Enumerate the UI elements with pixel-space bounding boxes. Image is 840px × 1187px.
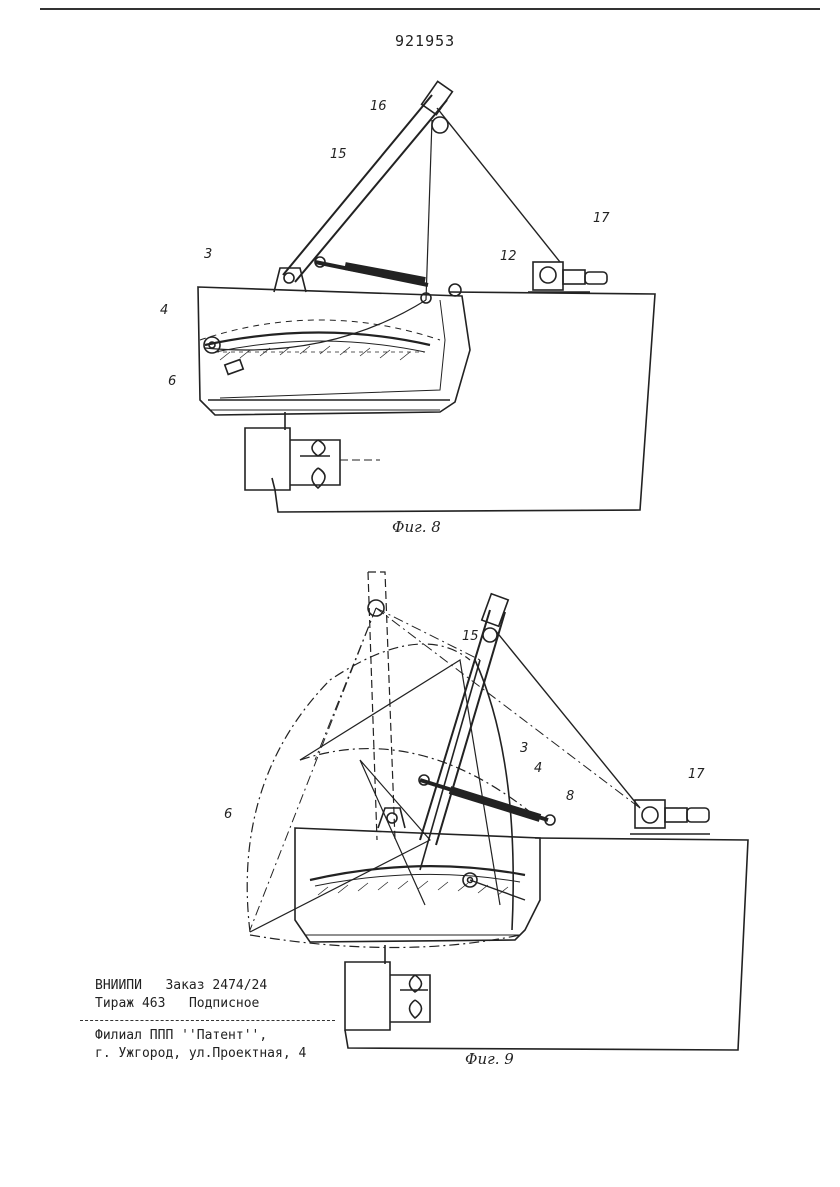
fig8-label-12: 12 <box>500 249 517 264</box>
fig8-label-4: 4 <box>160 303 168 318</box>
imprint-run: Тираж 463 <box>95 996 166 1011</box>
fig8-label-17: 17 <box>593 211 610 226</box>
imprint-divider <box>80 1020 335 1021</box>
imprint-line-3: Филиал ППП ''Патент'', <box>95 1028 268 1043</box>
patent-number: 921953 <box>395 32 456 50</box>
imprint-status: Подписное <box>188 996 260 1011</box>
fig9-label-17: 17 <box>688 767 705 782</box>
figure-8-drawing: 3 4 6 12 15 16 17 <box>160 80 656 513</box>
imprint-org: ВНИИПИ <box>95 978 142 993</box>
imprint-line-2: Тираж 463 Подписное <box>95 996 259 1011</box>
fig8-label-6: 6 <box>168 374 176 389</box>
figure-9-caption: Фиг. 9 <box>465 1050 514 1068</box>
figure-8-caption: Фиг. 8 <box>392 518 441 536</box>
fig8-label-16: 16 <box>370 99 387 114</box>
top-border-rule <box>40 8 820 10</box>
figure-9-drawing: 15 3 4 6 8 17 <box>224 571 749 1051</box>
fig8-label-15: 15 <box>330 147 347 162</box>
fig9-label-6: 6 <box>224 807 232 822</box>
fig8-label-3: 3 <box>204 247 212 262</box>
fig9-label-3: 3 <box>520 741 528 756</box>
imprint-order: Заказ 2474/24 <box>165 978 268 993</box>
imprint-line-1: ВНИИПИ Заказ 2474/24 <box>95 978 267 993</box>
fig9-label-15: 15 <box>462 629 479 644</box>
fig9-label-4: 4 <box>534 761 542 776</box>
fig9-label-8: 8 <box>566 789 574 804</box>
imprint-line-4: г. Ужгород, ул.Проектная, 4 <box>95 1046 307 1061</box>
